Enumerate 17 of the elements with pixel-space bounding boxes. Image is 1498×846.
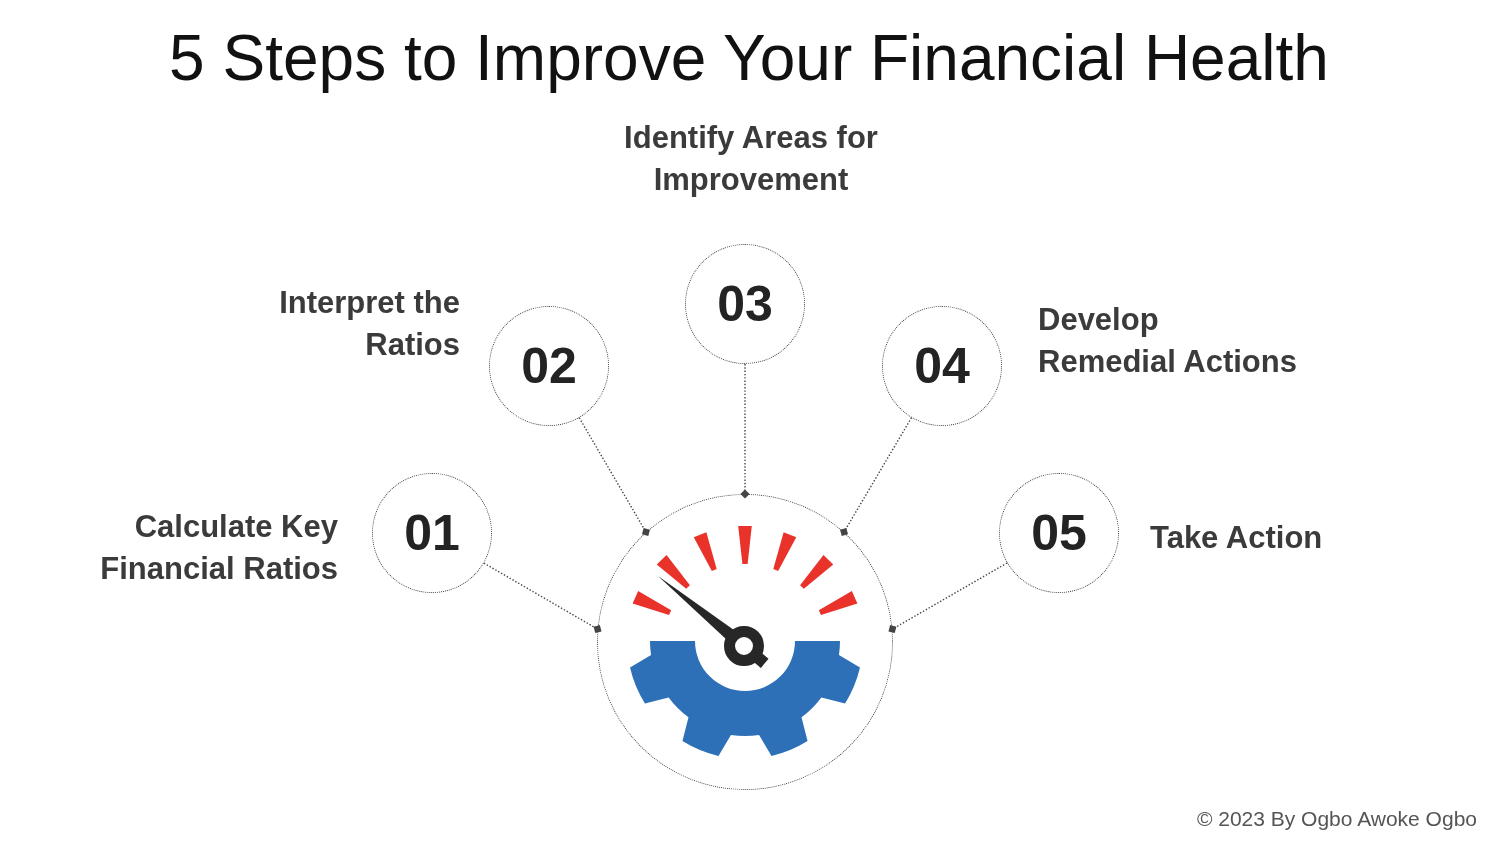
connector-line <box>840 416 913 536</box>
step-title: Take Action <box>1150 519 1324 557</box>
title: 5 Steps to Improve Your Financial Health <box>168 21 1330 95</box>
copyright-text: © 2023 By Ogbo Awoke Ogbo <box>1196 806 1477 832</box>
step-number: 01 <box>404 505 460 561</box>
step-title: Interpret the Ratios <box>278 284 460 364</box>
step-title: Calculate Key Financial Ratios <box>99 508 338 588</box>
step-title: Identify Areas for Improvement <box>623 119 879 199</box>
step-number: 02 <box>521 338 577 394</box>
step-number: 05 <box>1031 505 1087 561</box>
step-number: 03 <box>717 276 773 332</box>
step-title: Develop Remedial Actions <box>1038 301 1298 381</box>
connector-line <box>740 363 750 499</box>
connector-line <box>483 562 602 634</box>
step-number: 04 <box>914 338 970 394</box>
connector-line <box>888 562 1008 634</box>
connector-line <box>578 417 650 536</box>
